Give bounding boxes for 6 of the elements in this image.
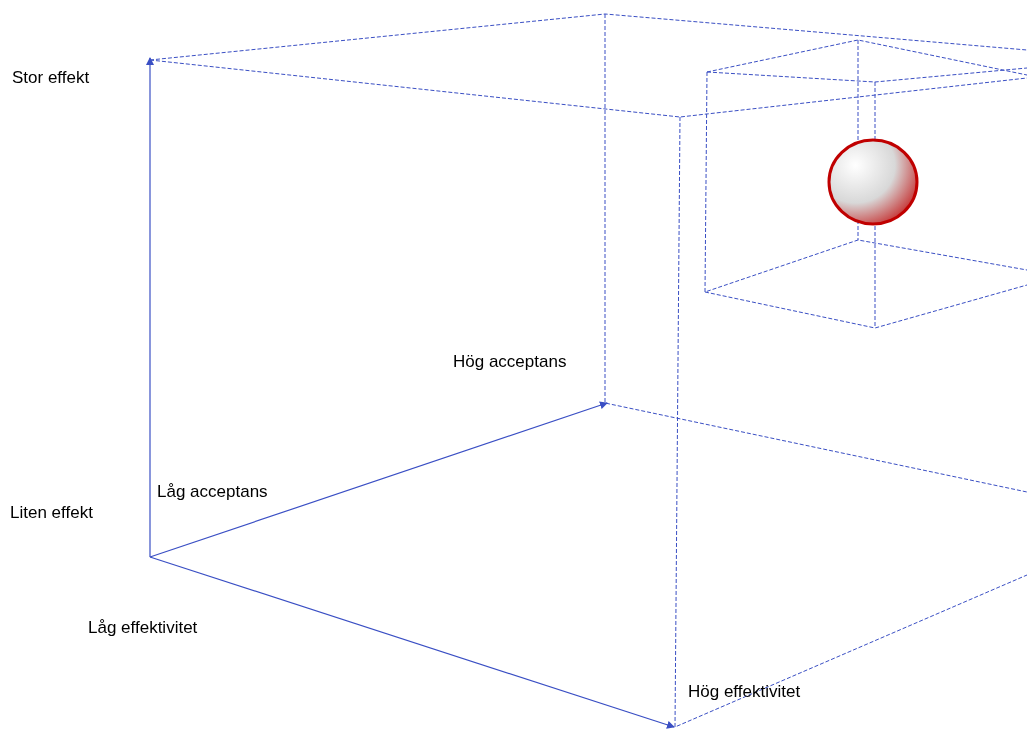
axis-label: Hög acceptans [453,352,567,372]
axis-label: Stor effekt [12,68,90,88]
axis-label: Hög effektivitet [688,682,801,702]
axis-label: Låg effektivitet [88,618,198,638]
axis-label: Låg acceptans [157,482,268,502]
axis-label: Liten effekt [10,503,93,523]
